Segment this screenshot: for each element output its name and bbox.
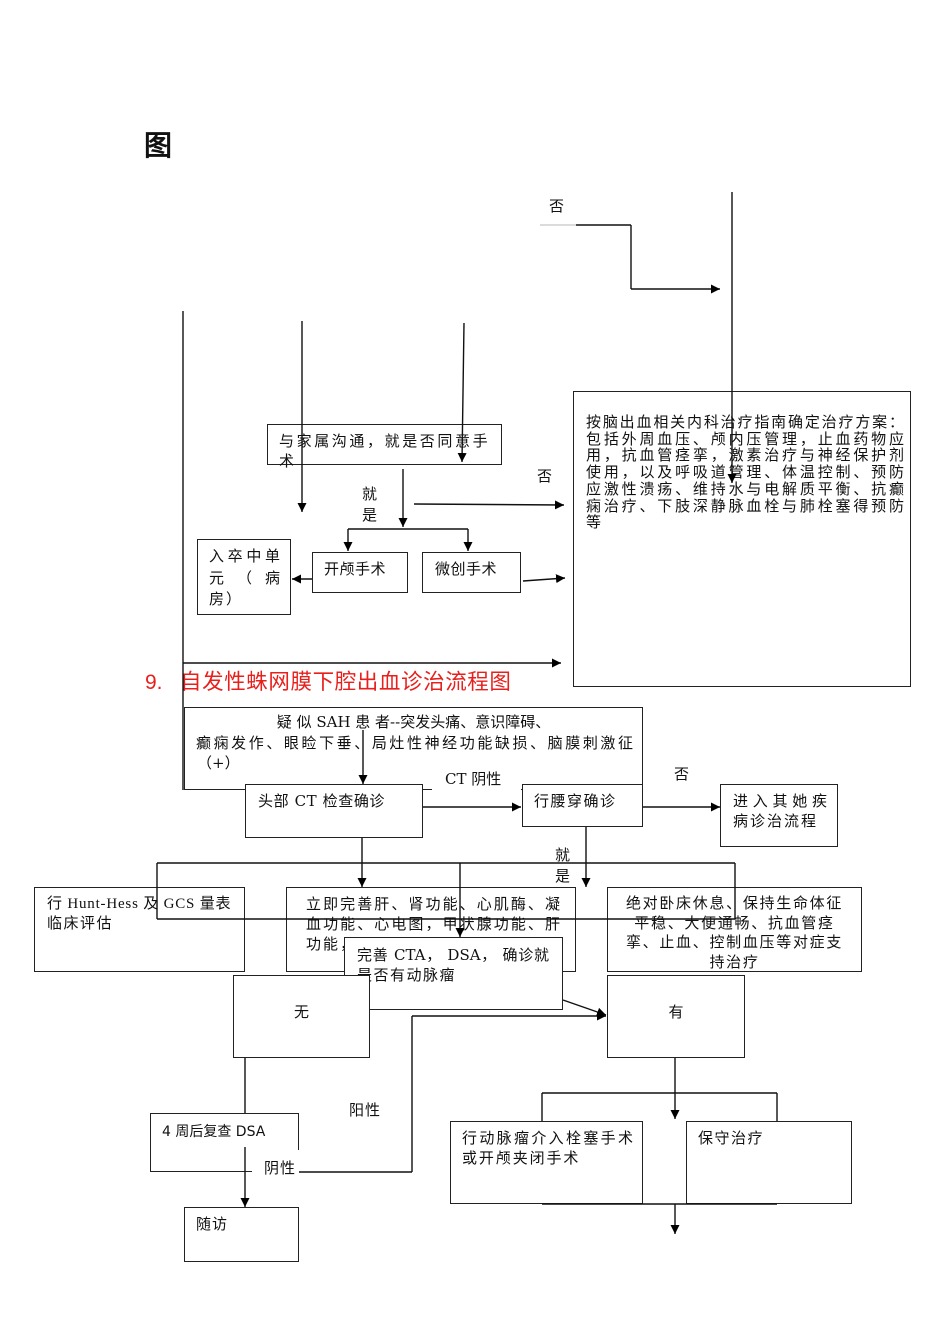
label-no-surgery: 否 bbox=[537, 467, 553, 485]
craniotomy-text: 开颅手术 bbox=[324, 560, 387, 578]
lumbar-puncture-box: 行腰穿确诊 bbox=[522, 784, 643, 827]
no-aneurysm-box: 无 bbox=[233, 975, 370, 1058]
supportive-care-line: 平稳、大便通畅、抗血管痉 bbox=[634, 913, 835, 932]
medical-treatment-box: 按脑出血相关内科治疗指南确定治疗方案： 包括外周血压、颅内压管理，止血药物应 用… bbox=[573, 391, 911, 687]
medical-treatment-line: 按脑出血相关内科治疗指南确定治疗方案： bbox=[586, 413, 904, 431]
hunt-hess-line: 行 Hunt-Hess 及 GCS 量表 bbox=[47, 896, 232, 912]
medical-treatment-text: 按脑出血相关内科治疗指南确定治疗方案： 包括外周血压、颅内压管理，止血药物应 用… bbox=[586, 414, 904, 531]
lab-tests-line: 功能， bbox=[306, 935, 358, 953]
label-lp-yes: 就是 bbox=[555, 846, 571, 885]
label-ct-negative: CT 阴性 bbox=[432, 768, 521, 795]
label-no-top: 否 bbox=[549, 197, 565, 215]
family-consent-box: 与家属沟通，就是否同意手术 bbox=[267, 424, 502, 470]
head-ct-box: 头部 CT 检查确诊 bbox=[245, 784, 423, 838]
stroke-unit-box: 入卒中单元（病房） bbox=[197, 539, 291, 615]
medical-treatment-line: 用，抗血管痉挛，激素治疗与神经保护剂 bbox=[586, 446, 904, 465]
label-positive: 阳性 bbox=[349, 1101, 382, 1119]
connector-arrow bbox=[522, 574, 566, 584]
no-aneurysm-text: 无 bbox=[293, 1003, 309, 1021]
section-title: 自发性蛛网膜下腔出血诊治流程图 bbox=[180, 670, 512, 695]
conservative-box: 保守治疗 bbox=[686, 1121, 852, 1204]
lab-tests-line: 血功能、心电图，甲状腺功能、肝 bbox=[306, 915, 560, 933]
section-number: 9. bbox=[145, 671, 163, 694]
supportive-care-line: 持治疗 bbox=[709, 952, 760, 971]
hunt-hess-line: 临床评估 bbox=[47, 916, 114, 932]
medical-treatment-line: 等 bbox=[586, 513, 602, 532]
cta-dsa-line: 完善 CTA， DSA， 确诊就 bbox=[357, 946, 549, 964]
recheck-dsa-box: 4 周后复查 DSA bbox=[150, 1113, 299, 1172]
aneurysm-box: 有 bbox=[607, 975, 745, 1058]
supportive-care-line: 绝对卧床休息、保持生命体征 bbox=[625, 894, 844, 912]
minimally-invasive-text: 微创手术 bbox=[435, 560, 498, 578]
suspected-sah-line: 癫痫发作、眼睑下垂、局灶性神经功能缺损、脑膜刺激征 bbox=[196, 734, 633, 752]
medical-treatment-line: 痫治疗、下肢深静脉血栓与肺栓塞得预防 bbox=[586, 496, 904, 515]
lumbar-puncture-text: 行腰穿确诊 bbox=[534, 792, 617, 810]
medical-treatment-line: 应激性溃疡、维持水与电解质平衡、抗癫 bbox=[586, 479, 904, 498]
craniotomy-box: 开颅手术 bbox=[312, 552, 408, 593]
family-consent-text: 与家属沟通，就是否同意手术 bbox=[279, 432, 491, 470]
conservative-text: 保守治疗 bbox=[698, 1129, 765, 1147]
label-negative: 阴性 bbox=[252, 1150, 299, 1181]
supportive-care-box: 绝对卧床休息、保持生命体征 平稳、大便通畅、抗血管痉 挛、止血、控制血压等对症支… bbox=[607, 887, 862, 972]
other-disease-line: 进入其她疾 bbox=[733, 792, 827, 810]
recheck-dsa-text: 4 周后复查 DSA bbox=[162, 1124, 266, 1140]
connector-arrow bbox=[413, 500, 565, 510]
suspected-sah-line: 疑 似 SAH 患 者--突发头痛、意识障碍、 bbox=[276, 713, 551, 731]
medical-treatment-line: 使用，以及呼吸道管理、体温控制、预防 bbox=[586, 463, 904, 482]
lab-tests-line: 立即完善肝、肾功能、心肌酶、凝 bbox=[306, 895, 560, 913]
medical-treatment-line: 包括外周血压、颅内压管理，止血药物应 bbox=[586, 429, 904, 448]
minimally-invasive-box: 微创手术 bbox=[422, 552, 521, 593]
cta-dsa-box: 完善 CTA， DSA， 确诊就 是否有动脉瘤 bbox=[344, 937, 563, 1010]
connector-arrow bbox=[562, 999, 607, 1017]
heading-char: 图 bbox=[144, 129, 173, 162]
other-disease-line: 病诊治流程 bbox=[733, 812, 819, 830]
aneurysm-text: 有 bbox=[668, 1003, 684, 1021]
supportive-care-line: 挛、止血、控制血压等对症支 bbox=[625, 933, 844, 952]
cta-dsa-line: 是否有动脉瘤 bbox=[357, 966, 457, 984]
intervention-line: 行动脉瘤介入栓塞手术 bbox=[462, 1129, 633, 1147]
suspected-sah-line: （+） bbox=[197, 754, 240, 772]
follow-up-box: 随访 bbox=[184, 1207, 299, 1262]
other-disease-box: 进入其她疾 病诊治流程 bbox=[720, 784, 838, 847]
label-lp-no: 否 bbox=[674, 765, 690, 783]
hunt-hess-box: 行 Hunt-Hess 及 GCS 量表 临床评估 bbox=[34, 887, 245, 972]
intervention-box: 行动脉瘤介入栓塞手术 或开颅夹闭手术 bbox=[450, 1121, 643, 1204]
head-ct-text: 头部 CT 检查确诊 bbox=[258, 792, 386, 810]
intervention-line: 或开颅夹闭手术 bbox=[462, 1149, 581, 1167]
stroke-unit-text: 入卒中单元（病房） bbox=[209, 547, 282, 608]
follow-up-text: 随访 bbox=[196, 1215, 229, 1233]
suspected-sah-box: 疑 似 SAH 患 者--突发头痛、意识障碍、 癫痫发作、眼睑下垂、局灶性神经功… bbox=[184, 707, 643, 790]
label-yes-surgery: 就是 bbox=[362, 485, 378, 524]
